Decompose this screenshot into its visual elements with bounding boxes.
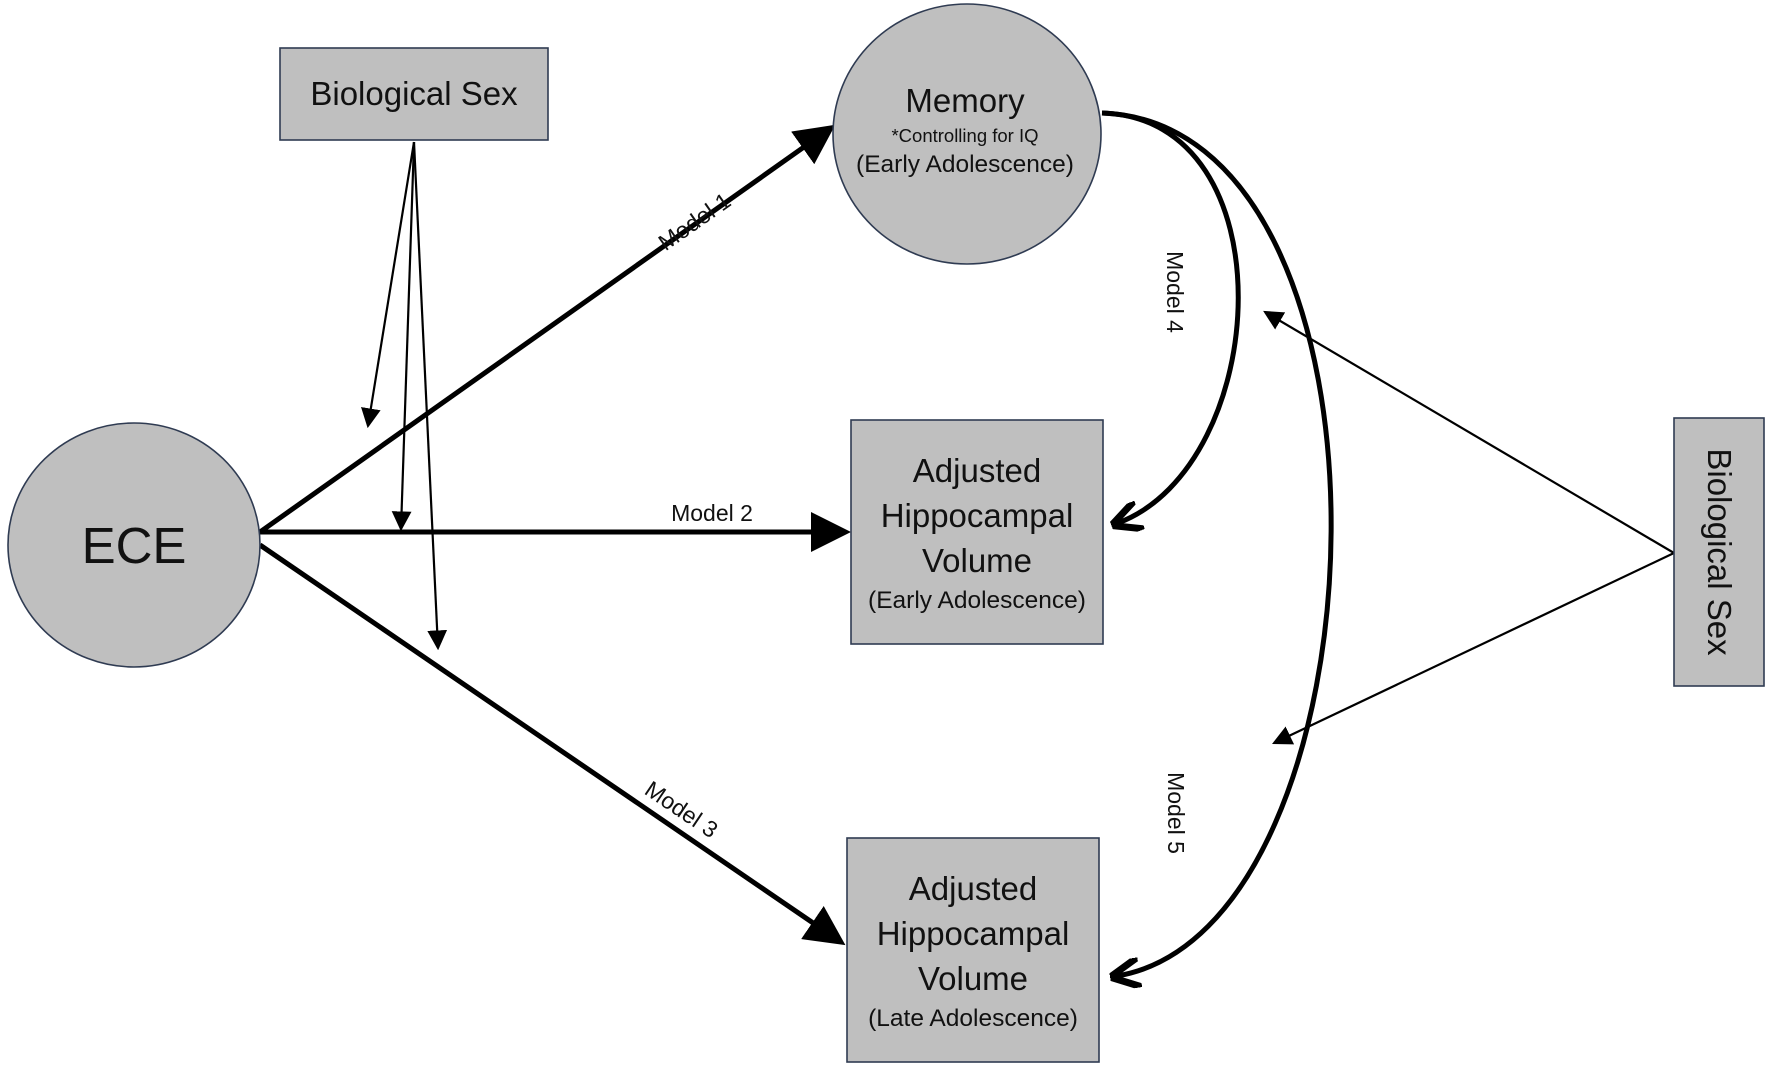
edge-label-model-4: Model 4 (1162, 251, 1188, 333)
edge-label-model-5: Model 5 (1163, 772, 1189, 854)
memory-node: Memory *Controlling for IQ (Early Adoles… (832, 3, 1102, 265)
edge-model-4 (1101, 110, 1241, 523)
ece-label: ECE (82, 517, 187, 574)
memory-title: Memory (905, 82, 1025, 119)
hippocampal-early-node: Adjusted Hippocampal Volume (Early Adole… (850, 419, 1104, 645)
hippocampal-early-line2: Hippocampal (881, 497, 1074, 534)
hippocampal-late-line3: Volume (918, 960, 1028, 997)
moderator-arrow-model-4 (1263, 310, 1675, 554)
biological-sex-top-node: Biological Sex (279, 47, 549, 141)
hippocampal-early-line1: Adjusted (913, 452, 1041, 489)
edge-label-model-1: Model 1 (653, 187, 735, 255)
moderator-arrow-model-5 (1272, 552, 1675, 745)
biological-sex-top-label: Biological Sex (310, 75, 518, 112)
edge-model-3 (258, 542, 846, 946)
moderator-arrow-model-3 (412, 141, 448, 651)
memory-period: (Early Adolescence) (856, 151, 1074, 178)
hippocampal-late-node: Adjusted Hippocampal Volume (Late Adoles… (846, 837, 1100, 1063)
hippocampal-late-period: (Late Adolescence) (868, 1005, 1078, 1032)
edge-label-model-2: Model 2 (671, 500, 753, 526)
memory-note: *Controlling for IQ (891, 125, 1038, 146)
moderator-arrow-model-2 (391, 141, 416, 532)
ece-node: ECE (7, 422, 261, 668)
biological-sex-right-node: Biological Sex (1673, 417, 1765, 687)
hippocampal-early-period: (Early Adolescence) (868, 587, 1086, 614)
hippocampal-late-line1: Adjusted (909, 870, 1037, 907)
moderator-arrow-model-1 (361, 141, 416, 429)
edge-model-5 (1101, 110, 1334, 976)
hippocampal-early-line3: Volume (922, 542, 1032, 579)
edge-model-1 (258, 124, 836, 535)
hippocampal-late-line2: Hippocampal (877, 915, 1070, 952)
biological-sex-right-label: Biological Sex (1701, 448, 1738, 656)
